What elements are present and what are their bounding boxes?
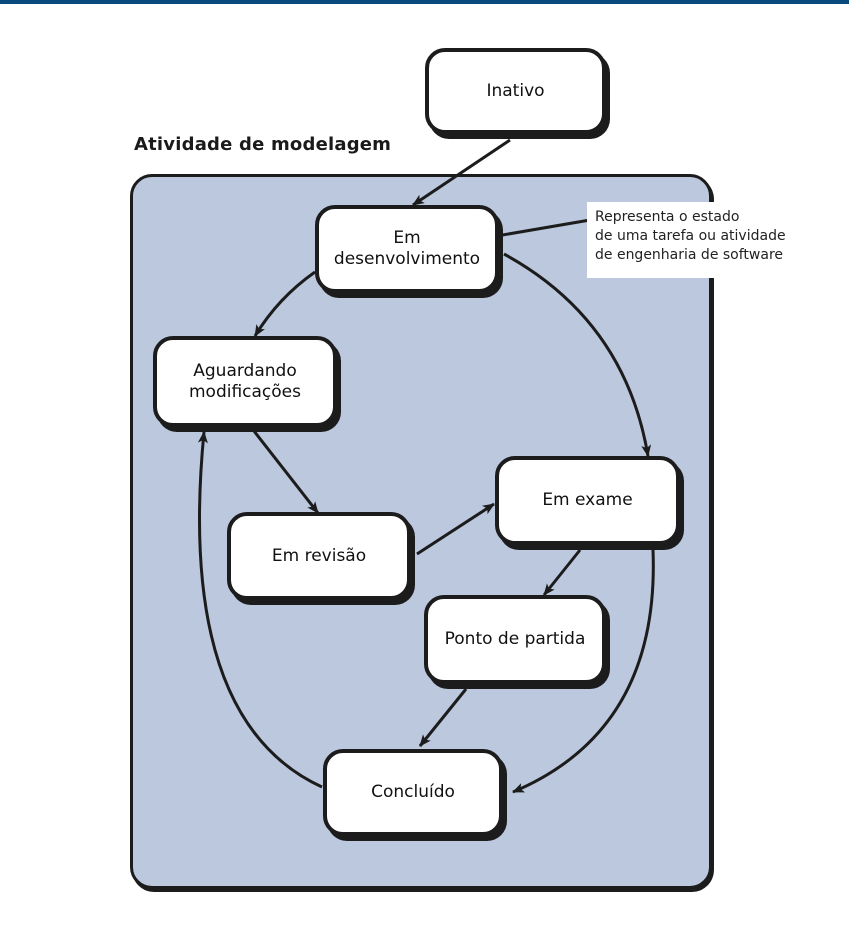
transition-concluido-to-aguardando xyxy=(197,431,323,789)
group-title: Atividade de modelagem xyxy=(134,134,392,155)
transition-em-exame-to-concluido xyxy=(512,549,655,794)
transition-ponto-de-partida-to-concluido xyxy=(418,688,468,747)
annotation-line-2: de uma tarefa ou atividade xyxy=(595,228,786,244)
state-label: Em revisão xyxy=(271,545,367,566)
state-label: Em exame xyxy=(542,490,633,510)
transition-em-revisao-to-em-exame xyxy=(416,502,495,556)
transition-em-desenvolvimento-to-aguardando xyxy=(253,270,316,337)
annotation-pointer-line xyxy=(484,218,591,240)
state-label: Inativo xyxy=(486,80,545,101)
state-em-desenvolvimento[interactable]: Em desenvolvimento xyxy=(315,205,499,293)
transition-em-desenvolvimento-to-em-exame xyxy=(503,252,652,457)
transition-inativo-to-em-desenvolvimento xyxy=(412,138,511,207)
state-ponto-de-partida[interactable]: Ponto de partida xyxy=(424,595,606,684)
annotation-line-3: de engenharia de software xyxy=(595,247,784,263)
header-bar xyxy=(0,0,849,4)
state-label-line-1: Aguardando xyxy=(193,360,297,381)
state-inativo[interactable]: Inativo xyxy=(425,48,606,134)
state-label: Ponto de partida xyxy=(444,629,586,649)
state-label-line-2: desenvolvimento xyxy=(333,249,481,269)
state-aguardando-modificacoes[interactable]: Aguardando modificações xyxy=(153,336,337,427)
transition-em-exame-to-ponto-de-partida xyxy=(542,549,582,596)
state-concluido[interactable]: Concluído xyxy=(323,749,503,836)
state-label: Concluído xyxy=(371,782,455,802)
state-label-line-1: Em xyxy=(393,228,421,248)
state-em-exame[interactable]: Em exame xyxy=(495,456,680,545)
state-em-revisao[interactable]: Em revisão xyxy=(227,512,411,600)
state-label-line-2: modificações xyxy=(188,381,301,402)
transition-aguardando-to-em-revisao xyxy=(252,430,320,514)
annotation-line-1: Representa o estado xyxy=(595,209,740,225)
annotation-note: Representa o estado de uma tarefa ou ati… xyxy=(587,202,803,278)
